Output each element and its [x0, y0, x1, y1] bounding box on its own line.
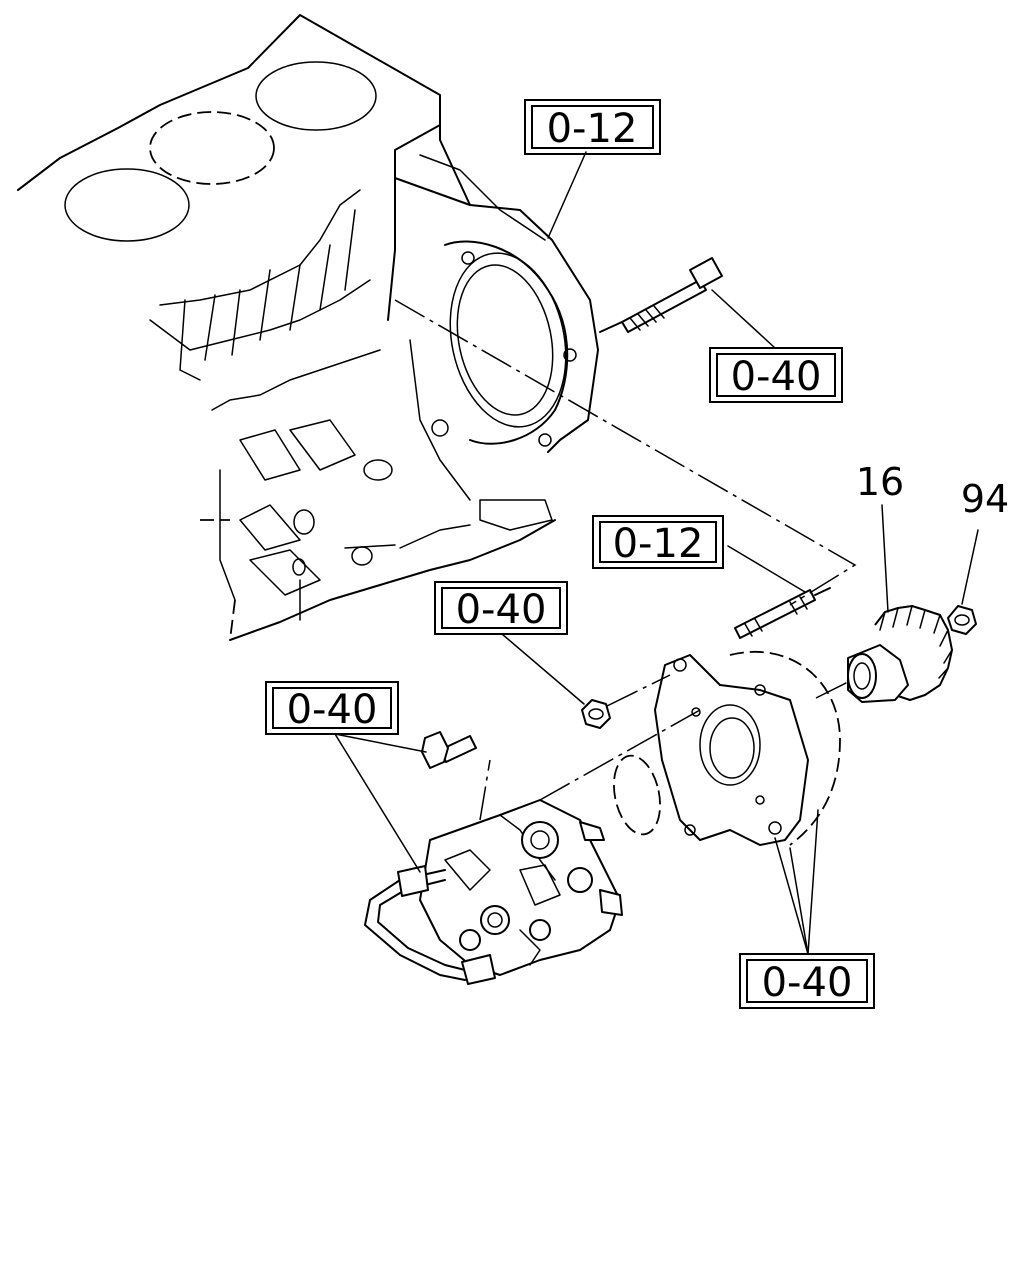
long-stud	[599, 257, 723, 333]
pump-bolt	[421, 731, 477, 769]
callout-label: 0-40	[762, 960, 853, 1006]
callout-label: 0-12	[547, 106, 638, 152]
part-number-94: 94	[961, 477, 1009, 521]
gear-nut	[947, 605, 977, 635]
callout-label: 0-12	[613, 521, 704, 567]
engine-block	[17, 14, 599, 641]
callout-label: 0-40	[287, 687, 378, 733]
drive-gear	[847, 605, 953, 703]
callout-0-40-middle-left: 0-40	[434, 581, 568, 635]
part-number-16: 16	[856, 460, 904, 504]
flange-nut	[581, 699, 611, 729]
pump-flange	[613, 650, 841, 846]
fuel-injection-pump	[364, 759, 623, 985]
short-stud	[734, 587, 831, 639]
callout-0-40-top-right: 0-40	[709, 347, 843, 403]
leader-lines	[334, 151, 979, 955]
callout-0-12-middle: 0-12	[592, 515, 724, 569]
callout-0-40-bottom-right: 0-40	[739, 953, 875, 1009]
callout-label: 0-40	[456, 587, 547, 633]
callout-label: 0-40	[731, 354, 822, 400]
callout-0-12-top: 0-12	[524, 99, 661, 155]
callout-0-40-left: 0-40	[265, 681, 399, 735]
